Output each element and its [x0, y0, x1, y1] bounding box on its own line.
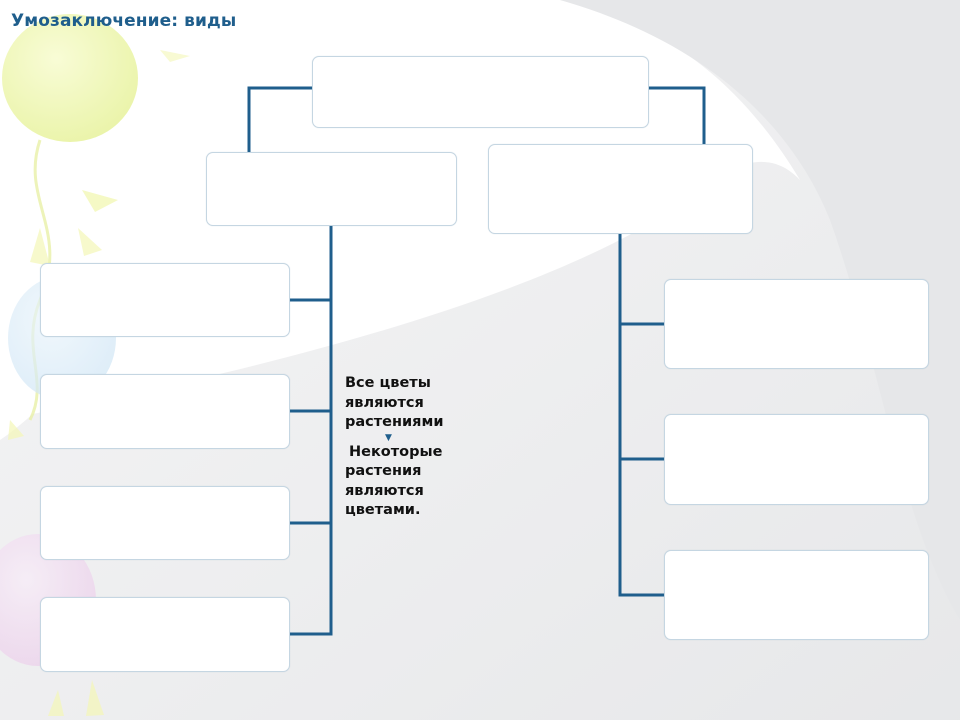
- diagram-box-right-2: [664, 414, 929, 505]
- slide-title: Умозаключение: виды: [11, 11, 237, 31]
- diagram-box-right-1: [664, 279, 929, 369]
- conclusion-line-4: цветами.: [345, 502, 421, 518]
- example-note: Все цветы являются растениями ▼ Некоторы…: [345, 374, 465, 521]
- premise-line-3: растениями: [345, 414, 444, 430]
- diagram-box-root: [312, 56, 649, 128]
- conclusion-line-2: растения: [345, 463, 422, 479]
- conclusion-line-1: Некоторые: [349, 443, 443, 460]
- diagram-box-left-3: [40, 486, 290, 560]
- diagram-box-left-2: [40, 374, 290, 449]
- diagram-box-right-category: [488, 144, 753, 234]
- connector-top-left: [247, 86, 315, 154]
- conclusion-line-3: являются: [345, 482, 424, 499]
- diagram-box-right-3: [664, 550, 929, 640]
- diagram-box-left-4: [40, 597, 290, 672]
- premise-line-1: Все цветы: [345, 375, 431, 391]
- diagram-box-left-category: [206, 152, 457, 226]
- premise-line-2: являются: [345, 394, 424, 411]
- connector-top-right: [646, 86, 706, 146]
- triangle-down-icon: ▼: [385, 432, 392, 443]
- diagram-box-left-1: [40, 263, 290, 337]
